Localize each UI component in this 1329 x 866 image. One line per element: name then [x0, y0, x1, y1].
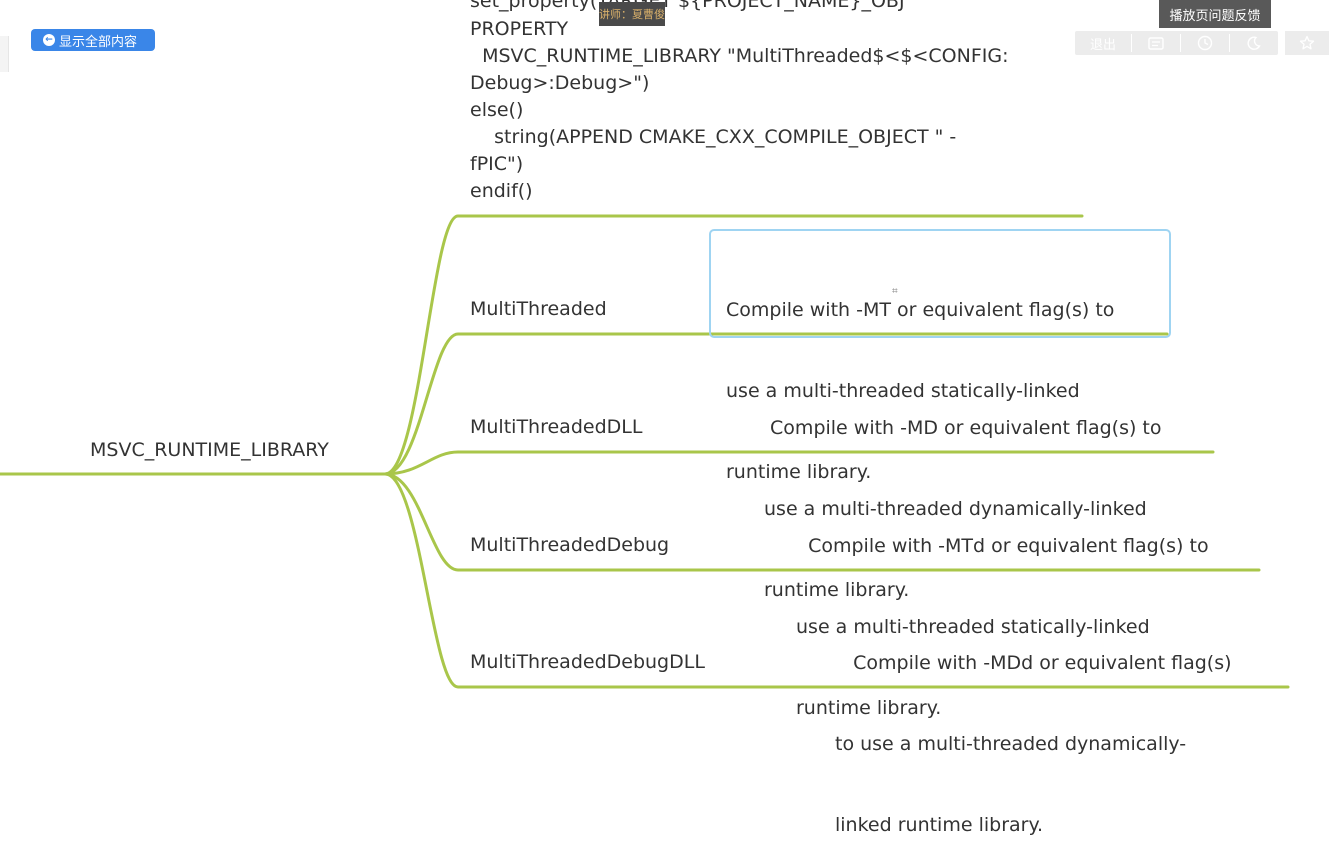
star-icon[interactable]: [1285, 31, 1329, 55]
back-arrow-icon: ←: [43, 34, 55, 46]
branch-multithreadeddll[interactable]: MultiThreadedDLL: [470, 416, 643, 438]
code-line: string(APPEND CMAKE_CXX_COMPILE_OBJECT "…: [470, 126, 957, 148]
description-line: Compile with -MDd or equivalent flag(s): [835, 652, 1232, 674]
code-line: set_property(TARGET ${PROJECT_NAME}_OBJ: [470, 0, 905, 12]
mindmap-connectors: [0, 214, 1290, 689]
connector-multithreadeddebugdll: [383, 472, 1290, 689]
divider: [1131, 34, 1132, 52]
description-line: runtime library.: [764, 579, 910, 601]
description-line: use a multi-threaded dynamically-linked: [764, 498, 1147, 520]
description-line: Compile with -MD or equivalent flag(s) t…: [764, 417, 1162, 439]
show-all-label: 显示全部内容: [59, 34, 138, 50]
code-line: else(): [470, 99, 524, 121]
description-line: use a multi-threaded statically-linked: [796, 616, 1150, 638]
description-line: use a multi-threaded statically-linked: [726, 380, 1080, 402]
mouse-cursor-icon: ⌗: [892, 286, 898, 297]
show-all-button[interactable]: ← 显示全部内容: [31, 29, 155, 51]
root-node[interactable]: MSVC_RUNTIME_LIBRARY: [90, 439, 329, 461]
description-multithreadeddll[interactable]: Compile with -MD or equivalent flag(s) t…: [764, 361, 1162, 631]
feedback-button[interactable]: 播放页问题反馈: [1159, 0, 1271, 28]
divider: [1180, 34, 1181, 52]
code-line: endif(): [470, 180, 533, 202]
code-line: fPIC"): [470, 153, 524, 175]
description-line: runtime library.: [726, 461, 872, 483]
player-toolbar: 退出: [1075, 31, 1278, 55]
branch-multithreadeddebugdll[interactable]: MultiThreadedDebugDLL: [470, 651, 705, 673]
connector-multithreaded: [383, 332, 1169, 476]
subtitle-icon[interactable]: [1132, 36, 1180, 50]
description-line: to use a multi-threaded dynamically-: [835, 733, 1187, 755]
divider: [1229, 34, 1230, 52]
left-edge-tab[interactable]: [0, 36, 9, 72]
branch-multithreaded[interactable]: MultiThreaded: [470, 298, 607, 320]
clock-icon[interactable]: [1181, 35, 1229, 51]
moon-icon[interactable]: [1230, 36, 1278, 50]
code-line: MSVC_RUNTIME_LIBRARY "MultiThreaded$<$<C…: [470, 45, 1009, 67]
exit-button[interactable]: 退出: [1089, 37, 1116, 53]
teacher-tag: 讲师：夏曹俊: [599, 2, 665, 26]
description-multithreadeddebugdll[interactable]: Compile with -MDd or equivalent flag(s) …: [835, 596, 1232, 866]
code-line: PROPERTY: [470, 18, 569, 40]
description-line: Compile with -MT or equivalent flag(s) t…: [726, 299, 1115, 321]
code-line: Debug>:Debug>"): [470, 72, 650, 94]
selected-node-highlight: [709, 229, 1171, 338]
connector-code-node: [383, 214, 1084, 476]
branch-multithreadeddebug[interactable]: MultiThreadedDebug: [470, 534, 670, 556]
description-line: linked runtime library.: [835, 814, 1044, 836]
description-multithreaded[interactable]: Compile with -MT or equivalent flag(s) t…: [726, 243, 1114, 513]
connector-multithreadeddll: [383, 450, 1215, 476]
connector-multithreadeddebug: [383, 472, 1261, 572]
description-line: Compile with -MTd or equivalent flag(s) …: [796, 535, 1209, 557]
